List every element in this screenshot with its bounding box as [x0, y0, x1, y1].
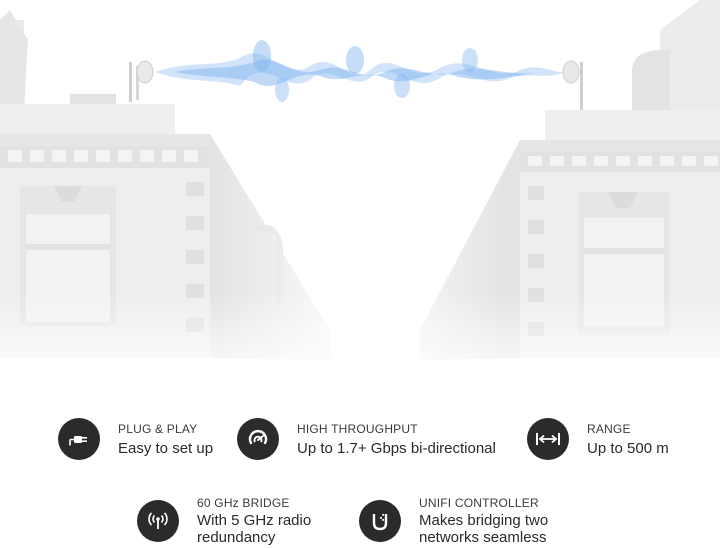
throughput-gauge-icon: [248, 430, 268, 445]
plug-icon: [69, 436, 87, 446]
feature-title: UNIFI CONTROLLER: [419, 496, 539, 510]
feature-plug-and-play: PLUG & PLAY Easy to set up: [58, 418, 213, 460]
feature-unifi-controller: UNIFI CONTROLLER Makes bridging two netw…: [359, 496, 548, 546]
feature-description: With 5 GHz radio redundancy: [197, 512, 312, 546]
range-arrows-icon: [536, 433, 560, 445]
feature-description: Makes bridging two networks seamless: [419, 512, 549, 546]
feature-high-throughput: HIGH THROUGHPUT Up to 1.7+ Gbps bi-direc…: [237, 418, 496, 460]
feature-description: Up to 500 m: [587, 439, 669, 457]
feature-range: RANGE Up to 500 m: [527, 418, 669, 460]
feature-60ghz-bridge: 60 GHz BRIDGE With 5 GHz radio redundanc…: [137, 496, 311, 546]
feature-title: PLUG & PLAY: [118, 421, 198, 436]
feature-description: Up to 1.7+ Gbps bi-directional: [297, 439, 496, 457]
feature-title: 60 GHz BRIDGE: [197, 496, 290, 510]
building-bridge-illustration: [0, 0, 720, 390]
antenna-signal-icon: [148, 512, 168, 529]
unifi-logo-icon: [372, 514, 388, 531]
feature-title: RANGE: [587, 421, 631, 436]
feature-description: Easy to set up: [118, 439, 214, 457]
feature-title: HIGH THROUGHPUT: [297, 421, 418, 436]
